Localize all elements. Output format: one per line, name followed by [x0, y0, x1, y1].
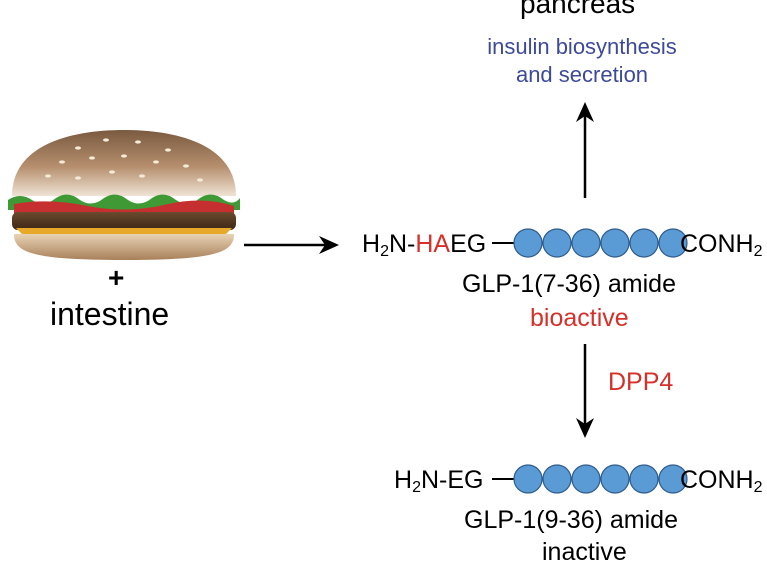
hamburger-icon: [8, 130, 240, 260]
inactive-peptide-residue: [571, 464, 601, 494]
right-arrow-icon: [244, 236, 339, 254]
up-arrow-icon: [576, 102, 594, 198]
active-peptide-residue: [600, 228, 630, 258]
dpp4-enzyme-label: DPP4: [608, 368, 674, 396]
inactive-peptide-residue: [600, 464, 630, 494]
inactive-peptide-residue: [542, 464, 572, 494]
active-peptide-residue: [658, 228, 688, 258]
inactive-peptide-residue: [513, 464, 543, 494]
inactive-c-terminus: CONH2: [680, 466, 763, 496]
active-peptide-residue: [571, 228, 601, 258]
active-peptide-chain: [492, 228, 688, 258]
inactive-peptide-residue: [658, 464, 688, 494]
active-peptide-residue: [542, 228, 572, 258]
active-peptide-residue: [629, 228, 659, 258]
active-peptide-name: GLP-1(7-36) amide: [462, 270, 676, 298]
inactive-n-terminus: H2N-EG: [394, 466, 484, 496]
insulin-effect-line2: and secretion: [515, 62, 649, 87]
active-peptide-residue: [513, 228, 543, 258]
bioactive-label: bioactive: [530, 304, 629, 332]
inactive-peptide-residue: [629, 464, 659, 494]
active-c-terminus: CONH2: [680, 230, 763, 260]
cleaved-dipeptide: HA: [415, 230, 451, 258]
plus-sign: +: [108, 262, 125, 293]
inactive-peptide-chain: [492, 464, 688, 494]
active-n-terminus: H2N-HAEG: [362, 230, 487, 260]
intestine-label: intestine: [50, 296, 170, 332]
down-arrow-icon: [576, 344, 594, 438]
pancreas-label: pancreas: [520, 0, 636, 19]
insulin-effect-line1: insulin biosynthesis: [487, 34, 677, 59]
inactive-label: inactive: [542, 538, 627, 566]
inactive-peptide-name: GLP-1(9-36) amide: [464, 506, 678, 534]
